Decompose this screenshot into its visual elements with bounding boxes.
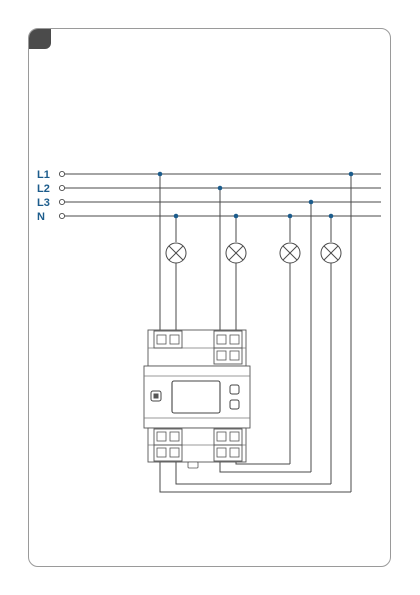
junctions xyxy=(158,172,354,219)
lamp-4 xyxy=(321,243,341,263)
display-icon xyxy=(172,381,220,413)
terminal-n xyxy=(59,213,64,218)
lamp-1 xyxy=(166,243,186,263)
push-button-icon xyxy=(151,391,161,401)
din-clip xyxy=(188,462,198,468)
lamp-3 xyxy=(280,243,300,263)
label-n: N xyxy=(37,211,45,223)
label-l3: L3 xyxy=(37,197,50,209)
terminal-l2 xyxy=(59,185,64,190)
label-l1: L1 xyxy=(37,169,50,181)
lamp-2 xyxy=(226,243,246,263)
din-rail-device xyxy=(144,330,250,468)
terminal-l3 xyxy=(59,199,64,204)
push-button-icon xyxy=(230,385,239,394)
terminal-l1 xyxy=(59,171,64,176)
label-l2: L2 xyxy=(37,183,50,195)
push-button-icon xyxy=(230,400,239,409)
